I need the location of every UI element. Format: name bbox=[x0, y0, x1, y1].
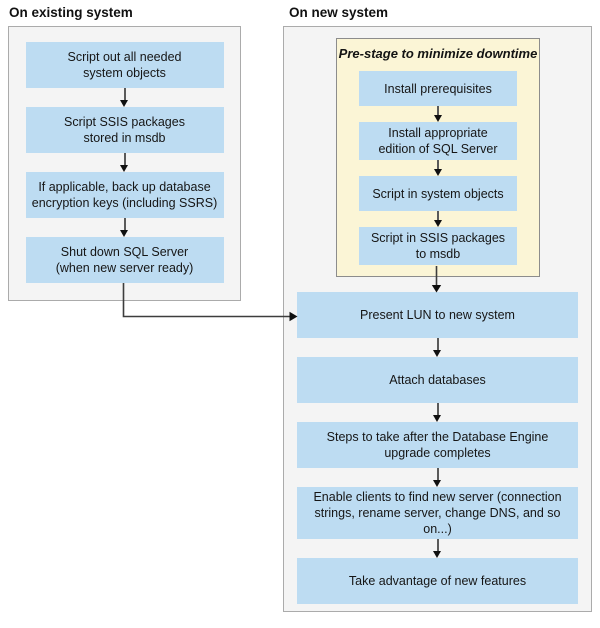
arrow-down-icon bbox=[9, 153, 240, 172]
existing-system-panel: Script out all needed system objects Scr… bbox=[8, 26, 241, 301]
arrow-down-icon bbox=[337, 160, 539, 176]
arrow-down-icon bbox=[9, 218, 240, 237]
arrow-down-icon bbox=[337, 211, 539, 227]
step-post-upgrade-steps: Steps to take after the Database Engine … bbox=[297, 422, 578, 468]
arrow-down-icon bbox=[297, 403, 578, 422]
step-script-in-ssis-packages: Script in SSIS packages to msdb bbox=[359, 227, 517, 265]
new-system-steps: Present LUN to new system Attach databas… bbox=[297, 292, 578, 604]
step-present-lun: Present LUN to new system bbox=[297, 292, 578, 338]
arrow-down-icon bbox=[337, 106, 539, 122]
step-install-sql-server-edition: Install appropriate edition of SQL Serve… bbox=[359, 122, 517, 160]
prestage-group: Pre-stage to minimize downtime Install p… bbox=[336, 38, 540, 277]
arrow-down-icon bbox=[297, 338, 578, 357]
existing-system-steps: Script out all needed system objects Scr… bbox=[9, 27, 240, 283]
prestage-steps: Install prerequisites Install appropriat… bbox=[337, 71, 539, 265]
step-take-advantage-new-features: Take advantage of new features bbox=[297, 558, 578, 604]
step-script-system-objects: Script out all needed system objects bbox=[25, 42, 224, 88]
existing-system-heading: On existing system bbox=[9, 5, 133, 20]
step-script-in-system-objects: Script in system objects bbox=[359, 176, 517, 211]
arrow-down-icon bbox=[9, 88, 240, 107]
step-script-ssis-packages: Script SSIS packages stored in msdb bbox=[25, 107, 224, 153]
arrow-down-icon bbox=[297, 539, 578, 558]
step-attach-databases: Attach databases bbox=[297, 357, 578, 403]
arrow-down-icon bbox=[297, 468, 578, 487]
step-enable-clients: Enable clients to find new server (conne… bbox=[297, 487, 578, 539]
prestage-title: Pre-stage to minimize downtime bbox=[338, 46, 538, 61]
step-shut-down-sql-server: Shut down SQL Server (when new server re… bbox=[25, 237, 224, 283]
step-install-prerequisites: Install prerequisites bbox=[359, 71, 517, 106]
new-system-heading: On new system bbox=[289, 5, 389, 20]
step-backup-encryption-keys: If applicable, back up database encrypti… bbox=[25, 172, 224, 218]
new-system-panel: Pre-stage to minimize downtime Install p… bbox=[283, 26, 592, 612]
